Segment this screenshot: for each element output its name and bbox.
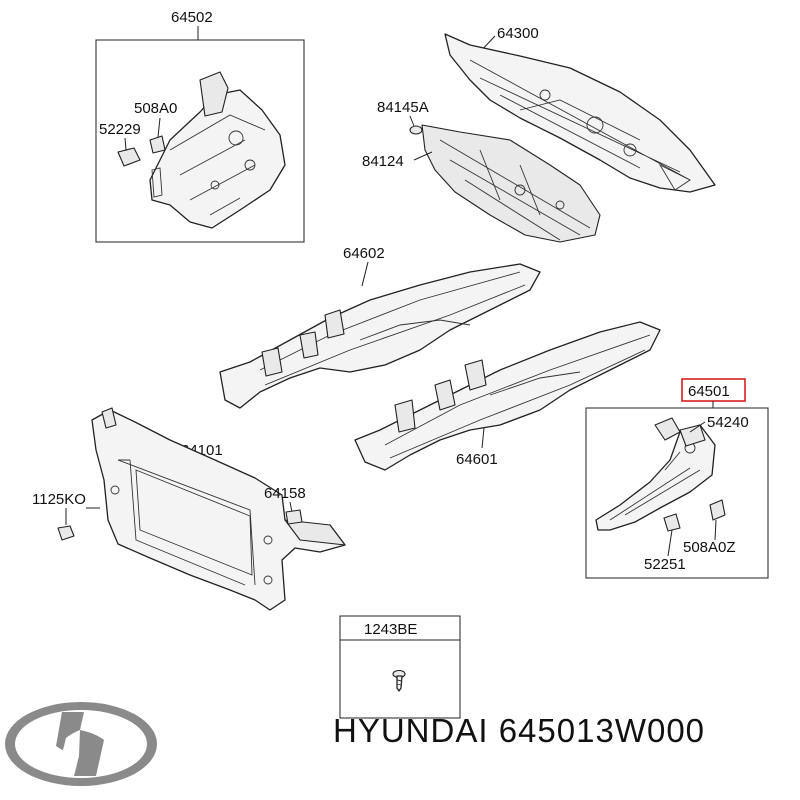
- label-64501: 64501: [688, 383, 730, 400]
- brand-name: HYUNDAI: [333, 712, 489, 749]
- label-52251: 52251: [644, 556, 686, 573]
- insulator-84124[interactable]: [421, 124, 601, 243]
- clip-52229[interactable]: [117, 147, 141, 167]
- radiator-support-64101[interactable]: [91, 407, 346, 611]
- label-508A0: 508A0: [134, 100, 177, 117]
- dash-panel-64300[interactable]: [444, 33, 716, 193]
- bracket-508A0[interactable]: [149, 135, 166, 154]
- box-64502: [95, 39, 305, 243]
- nut-1125KO[interactable]: [57, 525, 75, 541]
- clip-52251[interactable]: [663, 513, 681, 532]
- label-1243BE: 1243BE: [364, 621, 417, 638]
- group-64101: 64101: [91, 407, 346, 611]
- grommet-84145A[interactable]: [409, 125, 423, 135]
- label-64158: 64158: [264, 485, 306, 502]
- label-84124: 84124: [362, 153, 404, 170]
- bracket-54240[interactable]: [679, 424, 706, 447]
- label-508A0Z: 508A0Z: [683, 539, 736, 556]
- hyundai-logo-icon: [5, 702, 157, 786]
- bracket-64158[interactable]: [285, 509, 303, 525]
- part-number: 645013W000: [498, 712, 706, 749]
- front-side-member-64602[interactable]: [219, 263, 541, 409]
- box-64501: [585, 407, 769, 579]
- front-side-member-64601[interactable]: [354, 321, 661, 471]
- label-1125KO: 1125KO: [32, 491, 86, 508]
- screw-1243BE[interactable]: [392, 669, 406, 692]
- label-64602: 64602: [343, 245, 385, 262]
- group-64602: 64602: [219, 245, 541, 409]
- label-52229: 52229: [99, 121, 141, 138]
- label-84145A: 84145A: [377, 99, 429, 116]
- clip-icon: [663, 513, 681, 532]
- label-64300: 64300: [497, 25, 539, 42]
- box-1243BE: [339, 615, 461, 719]
- label-64601: 64601: [456, 451, 498, 468]
- front-side-member-assy-64501[interactable]: [595, 417, 716, 531]
- group-64501: 64501 54240 508A0Z 52251: [585, 378, 769, 579]
- group-64502: 64502 508A0 52229: [95, 9, 305, 243]
- screw-icon: [392, 669, 406, 692]
- brand-part-number: HYUNDAI 645013W000: [333, 712, 705, 750]
- group-1243BE: 1243BE: [339, 615, 461, 719]
- bracket-508A0Z[interactable]: [709, 499, 726, 521]
- label-64502: 64502: [171, 9, 213, 26]
- group-1125KO: 1125KO: [32, 491, 100, 541]
- front-side-member-assy-64502[interactable]: [149, 71, 286, 229]
- label-54240: 54240: [707, 414, 749, 431]
- clip-icon: [117, 147, 141, 167]
- group-64601: 64601: [354, 321, 661, 471]
- group-64300: 64300 84145A 84124: [362, 25, 716, 243]
- grommet-icon: [409, 125, 423, 135]
- group-64158: 64158: [264, 485, 306, 525]
- nut-icon: [57, 525, 75, 541]
